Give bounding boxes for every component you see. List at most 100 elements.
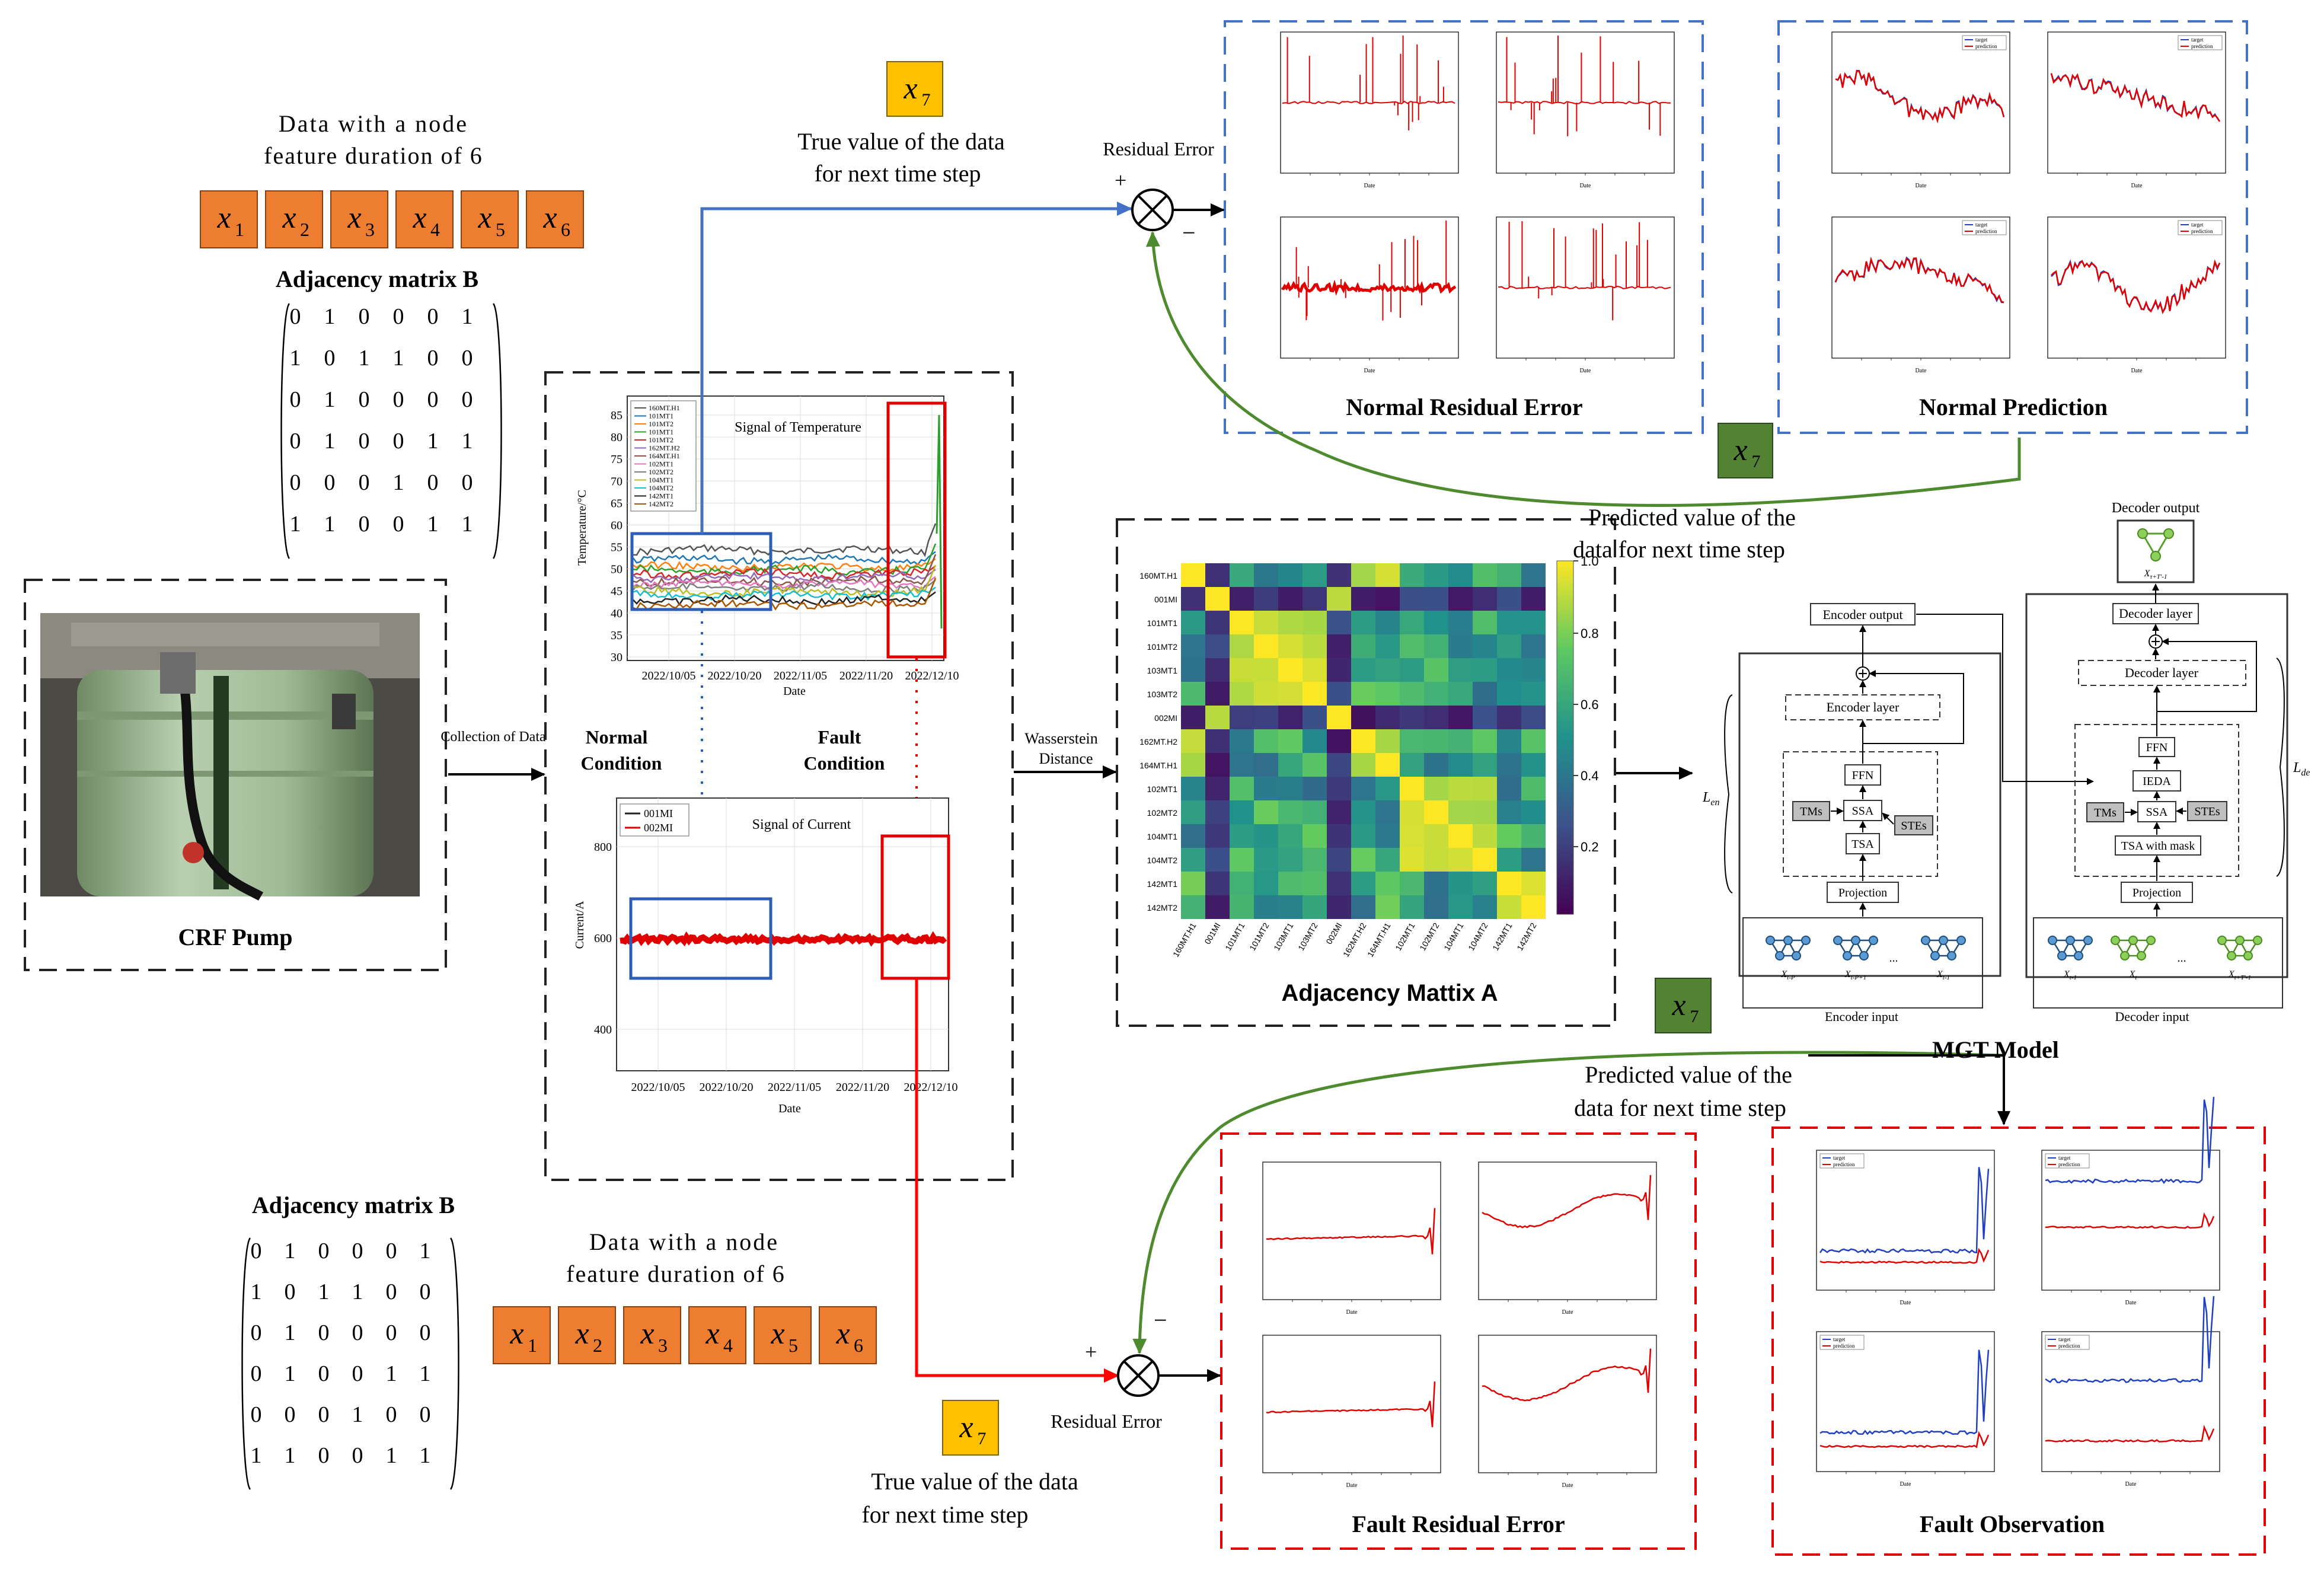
decoder-tms-label: TMs: [2094, 806, 2116, 819]
bottom-green-x7-box: x 7: [1655, 978, 1712, 1033]
matrix-cell: 0: [386, 1239, 397, 1263]
temp-legend-entry: 164MT.H1: [649, 452, 680, 460]
matrix-cell: 0: [393, 512, 404, 537]
mini-legend-target: target: [1975, 222, 1988, 228]
matrix-cell: 1: [462, 429, 473, 454]
node-subscript: 2: [593, 1335, 602, 1356]
colorbar-tick: 0.4: [1581, 768, 1599, 783]
heatmap-row-label: 142MT2: [1147, 903, 1178, 912]
heatmap-row-label: 001MI: [1154, 595, 1177, 604]
temp-legend-entry: 101MT1: [649, 428, 673, 436]
temp-y-tick: 50: [611, 563, 622, 576]
mini-plot-xlabel: Date: [1346, 1482, 1358, 1489]
mini-plot-xlabel: Date: [2131, 368, 2143, 374]
temp-y-tick: 70: [611, 475, 622, 488]
heatmap-colorbar-ticks: 1.00.80.60.40.2: [1573, 554, 1599, 854]
matrix-cell: 1: [318, 1279, 330, 1304]
temp-legend-entry: 102MT1: [649, 460, 673, 468]
matrix-cell: 1: [290, 346, 301, 371]
temp-legend-entry: 102MT2: [649, 468, 673, 476]
bottom-predicted-line1: Predicted value of the: [1585, 1061, 1792, 1088]
temp-y-tick: 30: [611, 651, 622, 664]
heatmap-col-label: 002MI: [1324, 921, 1343, 946]
heatmap-col-label: 142MT1: [1490, 921, 1514, 952]
matrix-cell: 1: [352, 1279, 363, 1304]
current-y-tick: 600: [594, 932, 612, 945]
fault-observation-panel: DatetargetpredictionDatetargetprediction…: [1771, 1096, 2266, 1556]
top-residual-operator: [1131, 189, 1174, 231]
decoder-stes-box: [2187, 801, 2227, 821]
temp-x-tick: 2022/11/05: [774, 669, 827, 682]
encoder-tms-box: [1792, 801, 1830, 821]
heatmap-frame: [1116, 518, 1616, 1027]
temp-legend-entry: 160MT.H1: [649, 404, 680, 412]
mini-legend-target: target: [1833, 1336, 1846, 1342]
mini-legend-target: target: [2058, 1336, 2071, 1342]
matrix-cell: 0: [427, 346, 439, 371]
current-y-tick: 800: [594, 841, 612, 854]
bottom-minus-sign: −: [1154, 1307, 1167, 1333]
temp-legend-entry: 104MT1: [649, 476, 673, 484]
heatmap-row-label: 002MI: [1154, 713, 1177, 723]
temp-y-tick: 80: [611, 431, 622, 444]
matrix-cell: 1: [251, 1279, 262, 1304]
top-green-x7-subscript: 7: [1752, 452, 1761, 471]
bottom-residual-label: Residual Error: [1051, 1411, 1162, 1432]
node-symbol: x: [477, 201, 491, 235]
decoder-tsa-mask-label: TSA with mask: [2121, 840, 2195, 853]
encoder-projection-box: [1827, 882, 1899, 903]
matrix-cell: 1: [393, 470, 404, 495]
top-data-caption-line1: Data with a node: [279, 110, 468, 137]
mini-plot-xlabel: Date: [1916, 183, 1927, 189]
temp-legend-entry: 101MT2: [649, 436, 673, 444]
mgt-model: Decoder output Xτ+T'-1 Decoder layer Dec…: [1702, 500, 2310, 1063]
decoder-ffn-label: FFN: [2146, 741, 2168, 754]
temp-legend-entry: 162MT.H2: [649, 444, 680, 452]
matrix-cell: 1: [420, 1239, 431, 1263]
svg-text:...: ...: [2178, 952, 2186, 965]
temp-y-tick: 65: [611, 497, 622, 510]
matrix-cell: 1: [393, 346, 404, 371]
mini-legend-prediction: prediction: [1833, 1161, 1855, 1167]
mini-plot-xlabel: Date: [2125, 1481, 2137, 1488]
matrix-cell: 1: [290, 512, 301, 537]
mini-legend-prediction: prediction: [1975, 228, 1997, 234]
heatmap-col-label: 102MT1: [1393, 921, 1417, 952]
matrix-cell: 1: [386, 1443, 397, 1468]
temp-y-tick: 55: [611, 541, 622, 554]
temp-ylabel: Temperature/°C: [576, 490, 589, 566]
matrix-cell: 0: [393, 304, 404, 329]
current-x-tick: 2022/11/20: [836, 1081, 889, 1094]
bottom-plus-sign: +: [1085, 1340, 1097, 1364]
heatmap-row-label: 160MT.H1: [1139, 571, 1177, 580]
node-subscript: 6: [854, 1335, 863, 1356]
matrix-cell: 0: [359, 304, 370, 329]
encoder-ffn-label: FFN: [1852, 769, 1874, 782]
fault-residual-plot: Date: [1262, 1335, 1441, 1489]
heatmap-colorbar: [1556, 560, 1574, 915]
matrix-cell: 0: [318, 1361, 330, 1386]
top-predicted-line2: data for next time step: [1573, 536, 1785, 563]
current-normal-highlight: [629, 897, 772, 980]
wasserstein-line2: Distance: [1039, 750, 1093, 767]
mini-plot-xlabel: Date: [1346, 1309, 1358, 1316]
collection-of-data-label: Collection of Data: [440, 729, 546, 745]
matrix-cell: 1: [324, 429, 336, 454]
matrix-cell: 0: [352, 1320, 363, 1345]
node-symbol: x: [412, 201, 426, 235]
bottom-green-x7-symbol: x: [1671, 988, 1685, 1022]
matrix-cell: 0: [290, 470, 301, 495]
matrix-cell: 0: [352, 1443, 363, 1468]
node-symbol: x: [542, 201, 557, 235]
